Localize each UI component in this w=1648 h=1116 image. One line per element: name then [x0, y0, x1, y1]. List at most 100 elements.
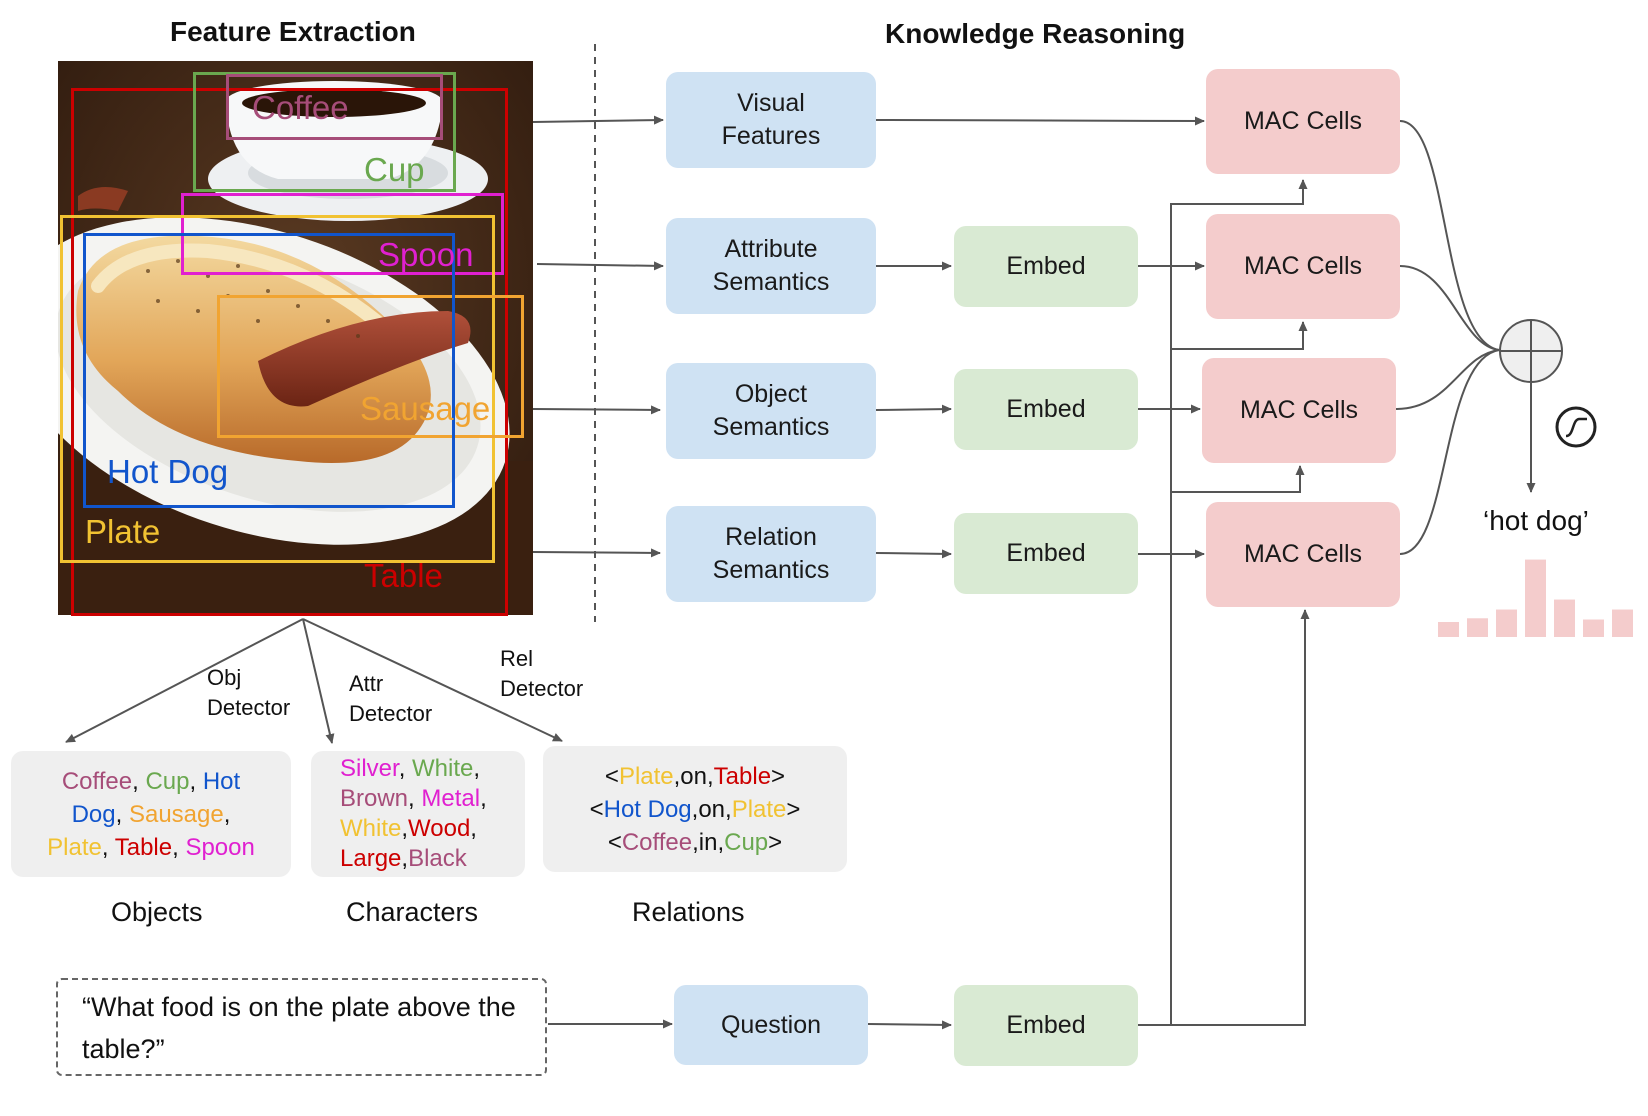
embed-label: Embed: [1006, 1011, 1086, 1039]
relations-line: <Plate,on,Table>: [590, 760, 801, 793]
colored-token: Table: [713, 762, 772, 790]
plate-bbox-label: Plate: [85, 513, 161, 550]
colored-token: Black: [408, 845, 467, 872]
separator: >: [786, 795, 801, 823]
sausage-bbox: [217, 295, 524, 438]
objects-line: Coffee, Cup, Hot: [47, 765, 255, 798]
mac-cells-box: MAC Cells: [1206, 214, 1400, 319]
colored-token: White: [340, 815, 402, 842]
colored-token: Plate: [618, 762, 674, 790]
separator: ,: [101, 833, 115, 861]
colored-token: Spoon: [185, 833, 255, 861]
separator: ,: [132, 767, 146, 795]
cup-bbox-label: Cup: [364, 151, 425, 188]
table-bbox-label: Table: [364, 557, 443, 594]
table-bbox: [71, 88, 508, 616]
separator: ,: [470, 815, 477, 842]
hotdog-bbox: [83, 233, 455, 508]
separator: <: [604, 762, 619, 790]
characters-caption: Characters: [346, 897, 479, 927]
colored-token: Cup: [724, 828, 769, 856]
colored-token: Sausage: [128, 800, 224, 828]
mac-cells-box: MAC Cells: [1206, 502, 1400, 607]
colored-token: Hot: [202, 767, 241, 795]
sigmoid-icon: [1555, 406, 1597, 448]
visual-features-line1: Visual: [737, 89, 805, 117]
answer-bar: [1554, 599, 1575, 637]
answer-bar: [1438, 622, 1459, 637]
embed-label: Embed: [1006, 539, 1086, 567]
visual-features-line2: Features: [721, 122, 821, 150]
separator: >: [768, 828, 783, 856]
colored-token: Plate: [731, 795, 787, 823]
object-embed-box: Embed: [954, 369, 1138, 450]
separator: ,: [408, 785, 422, 812]
colored-token: Dog: [71, 800, 116, 828]
relation-semantics-line1: Relation: [725, 523, 817, 551]
separator: ,: [115, 800, 129, 828]
colored-token: Coffee: [621, 828, 693, 856]
mac-cells-label: MAC Cells: [1239, 396, 1359, 424]
colored-token: Brown: [340, 785, 409, 812]
characters-box: Silver, White,Brown, Metal,White,Wood,La…: [311, 751, 525, 877]
mac-cells-label: MAC Cells: [1243, 107, 1363, 135]
attribute-embed-box: Embed: [954, 226, 1138, 307]
mac-cells-label: MAC Cells: [1243, 540, 1363, 568]
colored-token: Large: [340, 845, 402, 872]
separator: ,: [223, 800, 231, 828]
answer-distribution-bars: [1438, 559, 1633, 637]
answer-label: ‘hot dog’: [1483, 505, 1589, 536]
sausage-bbox-label: Sausage: [360, 390, 491, 427]
colored-token: Metal: [421, 785, 481, 812]
object-semantics-line2: Semantics: [712, 413, 830, 441]
objects-line: Dog, Sausage,: [47, 798, 255, 831]
separator: ,: [398, 755, 413, 782]
knowledge-reasoning-title: Knowledge Reasoning: [885, 18, 1186, 49]
question-box-label: Question: [720, 1010, 822, 1039]
attribute-semantics-line1: Attribute: [724, 235, 818, 263]
separator: ,: [172, 833, 186, 861]
answer-bar: [1525, 559, 1546, 637]
separator: <: [589, 795, 604, 823]
characters-line: Large,Black: [340, 844, 487, 874]
separator: ,in,: [692, 828, 725, 856]
colored-token: Cup: [145, 767, 190, 795]
coffee-bbox-label: Coffee: [252, 89, 349, 126]
question-box: Question: [674, 985, 868, 1065]
colored-token: Plate: [47, 833, 102, 861]
separator: ,: [401, 845, 409, 872]
characters-line: Silver, White,: [340, 754, 487, 784]
separator: ,: [401, 815, 409, 842]
colored-token: Wood: [408, 815, 471, 842]
sum-operator: [1499, 319, 1563, 383]
objects-line: Plate, Table, Spoon: [47, 831, 255, 864]
embed-label: Embed: [1006, 252, 1086, 280]
separator: >: [771, 762, 786, 790]
spoon-bbox-label: Spoon: [378, 236, 474, 273]
relation-embed-box: Embed: [954, 513, 1138, 594]
separator: ,on,: [673, 762, 714, 790]
characters-line: White,Wood,: [340, 814, 487, 844]
colored-token: Silver: [340, 755, 399, 782]
characters-list: Silver, White,Brown, Metal,White,Wood,La…: [311, 754, 487, 874]
relations-box: <Plate,on,Table><Hot Dog,on,Plate><Coffe…: [543, 746, 847, 872]
feature-extraction-title: Feature Extraction: [170, 16, 416, 47]
object-semantics-line1: Object: [734, 380, 808, 408]
attribute-semantics-line2: Semantics: [712, 268, 830, 296]
mac-cells-box: MAC Cells: [1206, 69, 1400, 174]
separator: ,: [473, 755, 481, 782]
relation-semantics-line2: Semantics: [712, 556, 830, 584]
colored-token: Coffee: [61, 767, 133, 795]
separator: ,: [480, 785, 487, 812]
objects-caption: Objects: [111, 897, 203, 927]
question-embed-box: Embed: [954, 985, 1138, 1066]
embed-label: Embed: [1006, 395, 1086, 423]
hotdog-bbox-label: Hot Dog: [107, 453, 229, 490]
separator: <: [607, 828, 622, 856]
